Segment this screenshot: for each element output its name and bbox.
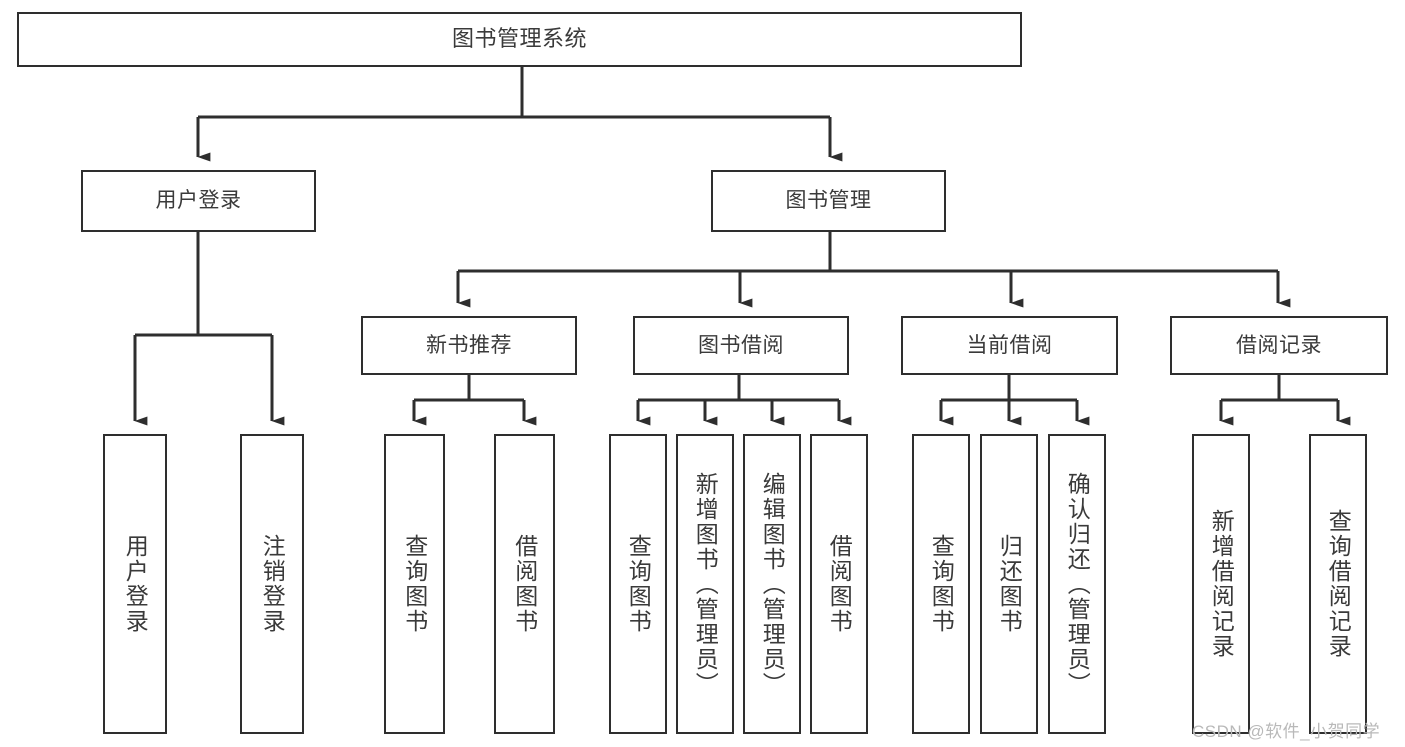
node-leaf-current-borrow-query-label: 查询图书 — [928, 534, 955, 634]
node-borrow-records-label: 借阅记录 — [1236, 333, 1322, 357]
node-leaf-book-borrow-add[interactable]: 新增图书（管理员） — [676, 434, 734, 734]
node-borrow-records[interactable]: 借阅记录 — [1170, 316, 1388, 375]
node-leaf-new-book-query[interactable]: 查询图书 — [384, 434, 445, 734]
node-leaf-user-login-logout-label: 注销登录 — [259, 534, 286, 634]
node-leaf-new-book-borrow[interactable]: 借阅图书 — [494, 434, 555, 734]
node-current-borrow-label: 当前借阅 — [966, 333, 1053, 357]
node-leaf-book-borrow-edit[interactable]: 编辑图书（管理员） — [743, 434, 801, 734]
node-new-book-recommend[interactable]: 新书推荐 — [361, 316, 577, 375]
node-leaf-book-borrow-add-label: 新增图书（管理员） — [692, 471, 719, 697]
node-leaf-borrow-records-add[interactable]: 新增借阅记录 — [1192, 434, 1250, 734]
node-leaf-user-login-logout[interactable]: 注销登录 — [240, 434, 304, 734]
node-book-management-label: 图书管理 — [785, 189, 872, 213]
node-leaf-user-login-login-label: 用户登录 — [122, 534, 149, 634]
node-leaf-book-borrow-edit-label: 编辑图书（管理员） — [759, 471, 786, 697]
node-leaf-book-borrow-query-label: 查询图书 — [625, 534, 652, 634]
node-leaf-book-borrow-borrow[interactable]: 借阅图书 — [810, 434, 868, 734]
node-leaf-current-borrow-query[interactable]: 查询图书 — [912, 434, 970, 734]
node-leaf-current-borrow-confirm[interactable]: 确认归还（管理员） — [1048, 434, 1106, 734]
node-leaf-borrow-records-query-label: 查询借阅记录 — [1325, 509, 1352, 659]
node-leaf-borrow-records-query[interactable]: 查询借阅记录 — [1309, 434, 1367, 734]
node-leaf-current-borrow-return-label: 归还图书 — [996, 534, 1023, 634]
node-leaf-current-borrow-confirm-label: 确认归还（管理员） — [1064, 471, 1091, 697]
node-user-login[interactable]: 用户登录 — [81, 170, 316, 232]
node-root-label: 图书管理系统 — [451, 26, 587, 52]
csdn-watermark: CSDN @软件_小贺同学 — [1192, 722, 1381, 741]
node-book-management[interactable]: 图书管理 — [711, 170, 946, 232]
node-new-book-recommend-label: 新书推荐 — [426, 333, 512, 357]
node-leaf-user-login-login[interactable]: 用户登录 — [103, 434, 167, 734]
node-root-book-management-system[interactable]: 图书管理系统 — [17, 12, 1022, 67]
node-leaf-new-book-query-label: 查询图书 — [401, 534, 428, 634]
node-leaf-borrow-records-add-label: 新增借阅记录 — [1208, 509, 1235, 659]
node-book-borrow-label: 图书借阅 — [698, 333, 784, 357]
node-leaf-book-borrow-borrow-label: 借阅图书 — [826, 534, 853, 634]
node-book-borrow[interactable]: 图书借阅 — [633, 316, 849, 375]
node-leaf-current-borrow-return[interactable]: 归还图书 — [980, 434, 1038, 734]
node-leaf-book-borrow-query[interactable]: 查询图书 — [609, 434, 667, 734]
node-user-login-label: 用户登录 — [155, 189, 242, 213]
node-current-borrow[interactable]: 当前借阅 — [901, 316, 1118, 375]
node-leaf-new-book-borrow-label: 借阅图书 — [511, 534, 538, 634]
